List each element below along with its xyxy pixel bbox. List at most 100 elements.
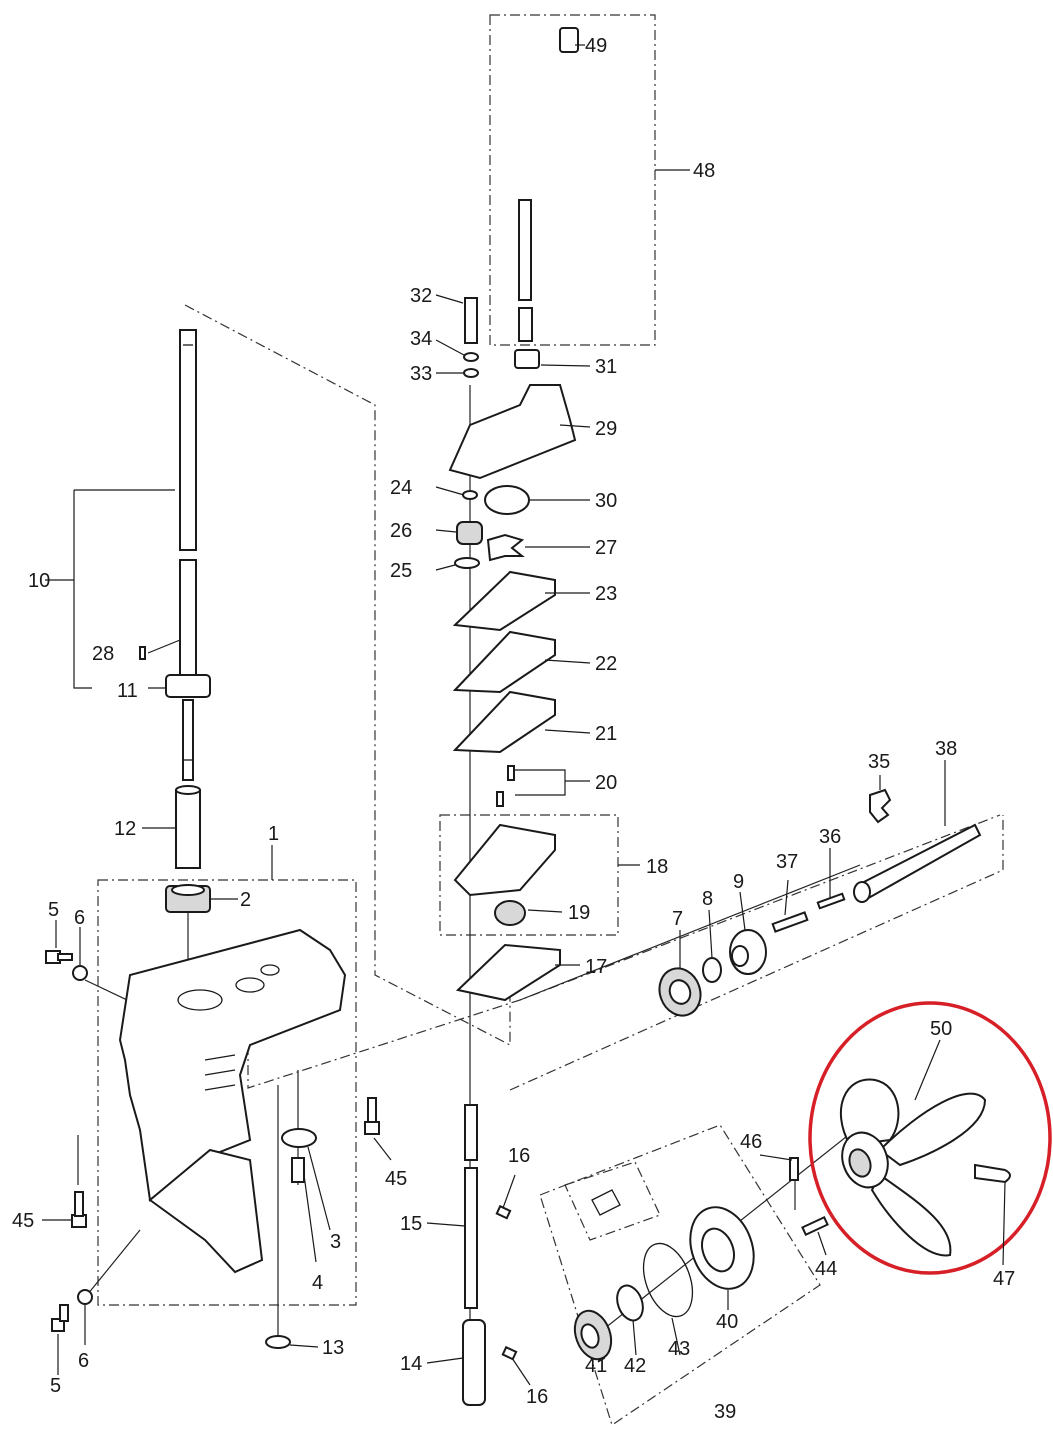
- gear-axis: [519, 864, 861, 1001]
- callout-38: 38: [935, 738, 957, 760]
- callout-5a: 5: [48, 899, 59, 921]
- callout-29: 29: [595, 418, 617, 440]
- washer-6-top: [72, 965, 88, 981]
- grommet-13: [265, 1335, 291, 1349]
- propeller-assembly: [808, 1001, 1052, 1275]
- shim-8: [702, 957, 722, 983]
- callout-16a: 16: [508, 1145, 530, 1167]
- bolt-axis-bottom: [82, 1229, 141, 1301]
- shift-rod-lower: [518, 199, 532, 301]
- callout-33: 33: [410, 363, 432, 385]
- seal-26: [456, 521, 483, 545]
- callout-37: 37: [776, 851, 798, 873]
- shift-cam-14: [462, 1319, 486, 1406]
- group-boundaries: [97, 14, 1004, 1426]
- shaft-bearing-11: [165, 674, 211, 698]
- callout-34: 34: [410, 328, 432, 350]
- fasteners: [45, 950, 380, 1349]
- boundary-18: [439, 814, 619, 936]
- o-ring-43: [642, 1242, 694, 1318]
- mount-3: [281, 1128, 317, 1148]
- callout-41: 41: [585, 1355, 607, 1377]
- sleeve-and-bearing: [165, 785, 211, 913]
- callout-26: 26: [390, 520, 412, 542]
- callout-36: 36: [819, 826, 841, 848]
- sleeve-12: [175, 789, 201, 869]
- clutch-35: [869, 788, 892, 824]
- callout-28: 28: [92, 643, 114, 665]
- callout-11: 11: [117, 680, 138, 702]
- pin-16-lower: [501, 1345, 518, 1361]
- pump-housing-29: [448, 384, 577, 480]
- shift-rod-15-upper: [464, 1104, 478, 1161]
- pin-16-upper: [495, 1204, 512, 1220]
- callout-15: 15: [400, 1213, 422, 1235]
- callout-3: 3: [330, 1231, 341, 1253]
- shift-rod: [518, 27, 579, 342]
- callout-47: 47: [993, 1268, 1015, 1290]
- callout-20: 20: [595, 772, 617, 794]
- washer-33: [463, 368, 479, 378]
- seal-42: [616, 1284, 644, 1322]
- bolt-44: [801, 1215, 829, 1237]
- highlight-circle: [808, 1001, 1052, 1275]
- callout-27: 27: [595, 537, 617, 559]
- o-ring-25: [454, 557, 480, 569]
- gear-train: [658, 788, 982, 1017]
- callout-49: 49: [585, 35, 607, 57]
- bearing-housing-group: [573, 1157, 829, 1361]
- callout-45b: 45: [385, 1168, 407, 1190]
- callout-7: 7: [672, 908, 683, 930]
- housing-body: [118, 928, 347, 1202]
- boundary-gear-line: [247, 814, 1001, 1089]
- pin-20-b: [496, 791, 504, 807]
- callout-44: 44: [815, 1258, 837, 1280]
- gasket-17: [455, 943, 561, 1002]
- spring-36: [816, 892, 846, 910]
- callout-6a: 6: [74, 907, 85, 929]
- callout-2: 2: [240, 889, 251, 911]
- impeller-27: [486, 533, 525, 562]
- callout-6b: 6: [78, 1350, 89, 1372]
- water-pump: [448, 297, 577, 1002]
- leader-lines: [42, 44, 1006, 1386]
- callout-16b: 16: [526, 1386, 548, 1408]
- callout-4: 4: [312, 1272, 323, 1294]
- callout-50: 50: [930, 1018, 952, 1040]
- callout-10: 10: [28, 570, 50, 592]
- callout-32: 32: [410, 285, 432, 307]
- callout-23: 23: [595, 583, 617, 605]
- housing-skeg: [148, 1148, 264, 1274]
- pin-20-a: [507, 765, 515, 781]
- plate-22: [452, 630, 556, 694]
- grommet-31: [514, 349, 540, 369]
- callout-17: 17: [585, 956, 607, 978]
- callout-42: 42: [624, 1355, 646, 1377]
- washer-6-bottom: [77, 1289, 93, 1305]
- pin-28: [139, 646, 146, 660]
- shift-shaft: [462, 1104, 518, 1406]
- callout-19: 19: [568, 902, 590, 924]
- boundary-shaft: [184, 304, 511, 1046]
- drive-shaft-spline: [182, 699, 194, 781]
- gasket-23: [452, 570, 556, 632]
- prop-blade-bottom: [870, 1173, 952, 1257]
- callout-24: 24: [390, 477, 412, 499]
- boundary-48: [489, 14, 656, 346]
- bolt-45-right: [364, 1121, 380, 1135]
- callout-45a: 45: [12, 1210, 34, 1232]
- callout-13: 13: [322, 1337, 344, 1359]
- callout-21: 21: [595, 723, 617, 745]
- callout-8: 8: [702, 888, 713, 910]
- pin-46: [789, 1157, 799, 1181]
- bolt-32: [464, 297, 478, 344]
- prop-blade-right: [878, 1092, 987, 1167]
- callout-39: 39: [714, 1401, 736, 1423]
- drive-shaft-lower: [179, 559, 197, 676]
- gearcase-housing: [118, 928, 347, 1274]
- liner-30: [484, 485, 530, 515]
- drive-shaft: [139, 329, 211, 781]
- callout-1: 1: [268, 823, 279, 845]
